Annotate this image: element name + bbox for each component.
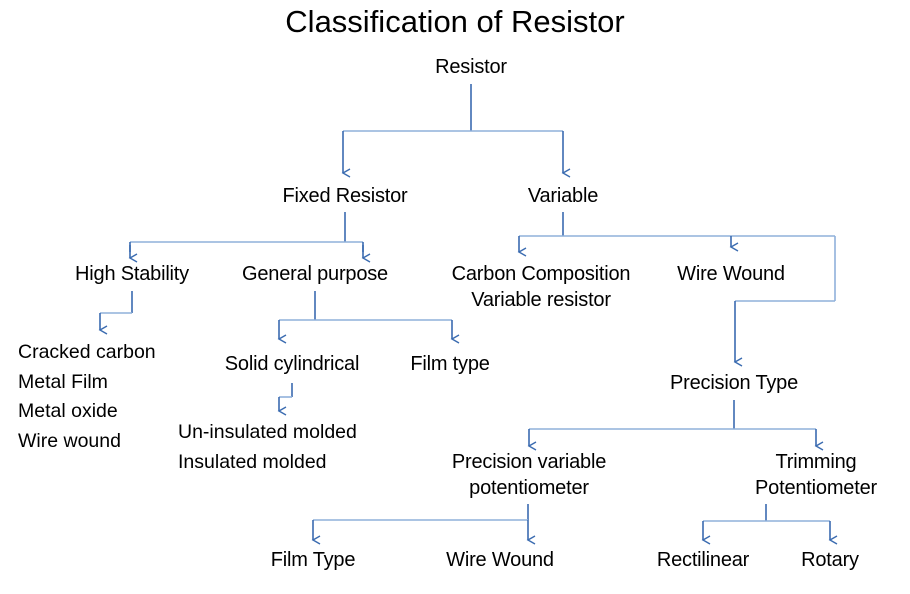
node-rectilinear: Rectilinear (656, 549, 750, 571)
node-fixed-resistor: Fixed Resistor (282, 185, 408, 207)
node-high-stability: High Stability (75, 263, 189, 285)
node-trimming-potentiometer: Trimming Potentiometer (755, 451, 877, 499)
node-high-stability-list: Cracked carbon Metal Film Metal oxide Wi… (18, 341, 156, 452)
node-wire-wound-precision: Wire Wound (446, 549, 554, 571)
node-precision-variable-potentiometer: Precision variable potentiometer (451, 451, 607, 499)
node-variable: Variable (527, 185, 599, 207)
node-rotary: Rotary (801, 549, 859, 571)
node-precision-type: Precision Type (669, 372, 799, 394)
node-film-type-precision: Film Type (270, 549, 356, 571)
node-solid-cylindrical: Solid cylindrical (224, 353, 360, 375)
node-carbon-composition: Carbon Composition Variable resistor (451, 263, 631, 311)
node-general-purpose: General purpose (242, 263, 388, 285)
node-wire-wound-variable: Wire Wound (677, 263, 785, 285)
page-title: Classification of Resistor (285, 4, 625, 39)
node-resistor: Resistor (435, 56, 507, 78)
node-molded-list: Un-insulated molded Insulated molded (178, 421, 357, 473)
node-film-type-general: Film type (410, 353, 490, 375)
